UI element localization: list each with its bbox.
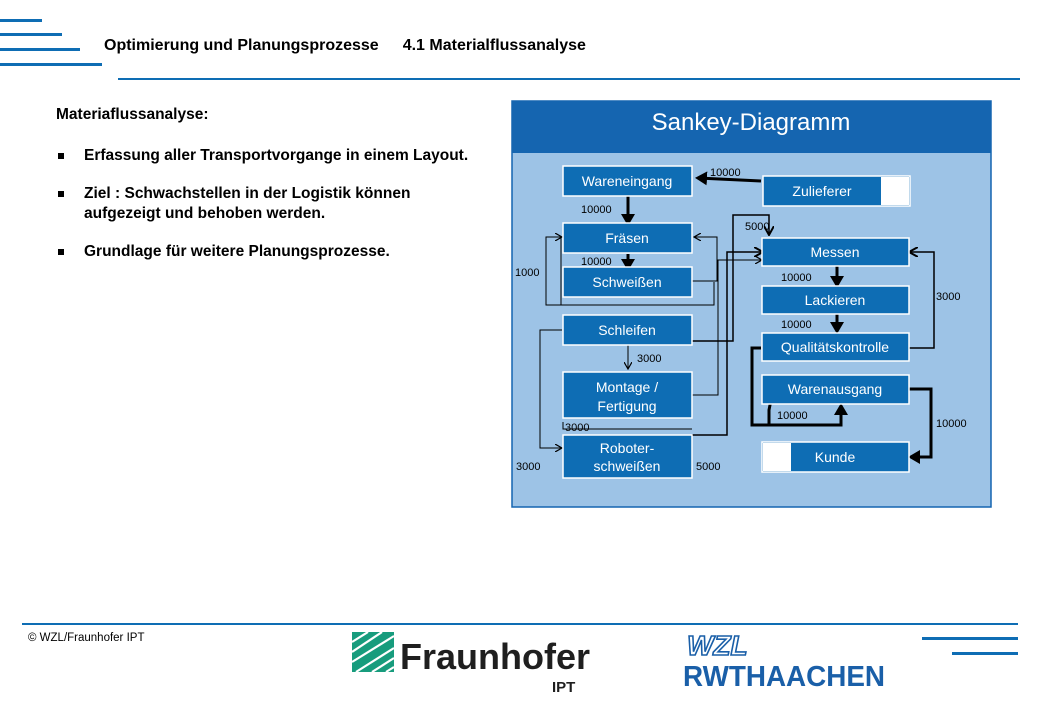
- fraunhofer-logo: Fraunhofer IPT: [352, 631, 590, 696]
- label-montage-1: Montage /: [596, 379, 658, 395]
- flow-label: 10000: [777, 410, 808, 422]
- label-roboter-1: Roboter-: [600, 440, 655, 456]
- bullet-item: Erfassung aller Transportvorgange in ein…: [56, 146, 476, 166]
- label-kunde: Kunde: [815, 449, 856, 465]
- wzl-rwth-logo: WZL RWTHAACHEN: [683, 629, 885, 692]
- label-montage-2: Fertigung: [597, 398, 656, 414]
- box-wareneingang: [562, 165, 693, 197]
- box-schleifen: [562, 314, 693, 346]
- footer-divider: [22, 623, 1018, 625]
- decor-stripe: [0, 33, 62, 36]
- box-roboter: [562, 434, 693, 479]
- label-lackieren: Lackieren: [805, 292, 866, 308]
- kunde-white-tab: [763, 443, 791, 471]
- flow-qualitaet-warenausgang-b: [752, 403, 848, 427]
- box-schweissen: [562, 266, 693, 298]
- label-qualitaet: Qualitätskontrolle: [781, 339, 889, 355]
- decor-stripe: [922, 637, 1018, 640]
- copyright-text: © WZL/Fraunhofer IPT: [28, 632, 145, 644]
- flow-label: 10000: [710, 167, 741, 179]
- flow-label: 10000: [581, 204, 612, 216]
- content-heading: Materiaflussanalyse:: [56, 106, 209, 123]
- flow-qualitaet-messen: [909, 252, 935, 349]
- box-warenausgang: [761, 374, 910, 405]
- flow-warenausgang-kunde: [908, 387, 933, 464]
- wzl-logo-icon: WZL: [686, 629, 748, 662]
- flow-label: 3000: [936, 291, 960, 303]
- label-schleifen: Schleifen: [598, 322, 656, 338]
- label-messen: Messen: [810, 244, 859, 260]
- label-roboter-2: schweißen: [594, 458, 661, 474]
- zulieferer-white-tab: [881, 177, 909, 205]
- bullet-list: Erfassung aller Transportvorgange in ein…: [56, 146, 476, 262]
- flow-zulieferer-wareneingang: [695, 171, 762, 186]
- label-wareneingang: Wareneingang: [582, 173, 673, 189]
- content-panel: Materiaflussanalyse: Erfassung aller Tra…: [56, 106, 476, 280]
- flow-schweissen-fraesen: [692, 237, 718, 282]
- fraunhofer-wordmark: Fraunhofer: [400, 636, 590, 677]
- diagram-title: Sankey-Diagramm: [652, 109, 851, 136]
- box-lackieren: [761, 285, 910, 315]
- flow-5000-messen: [692, 214, 769, 342]
- box-montage: [562, 371, 693, 419]
- flow-label: 3000: [565, 422, 589, 434]
- label-warenausgang: Warenausgang: [788, 381, 882, 397]
- decor-stripe: [898, 623, 1018, 625]
- flow-label: 10000: [781, 319, 812, 331]
- flow-label: 5000: [696, 461, 720, 473]
- flow-label: 10000: [581, 256, 612, 268]
- flow-roboter-left: [539, 329, 562, 448]
- decor-stripe: [952, 652, 1018, 655]
- flow-label: 3000: [637, 353, 661, 365]
- flow-label: 5000: [745, 221, 769, 233]
- flow-label: 1000: [515, 267, 539, 279]
- decor-stripe: [0, 48, 80, 51]
- box-qualitaet: [761, 332, 910, 362]
- flow-montage-messen: [692, 260, 761, 396]
- flow-roboter-right: [692, 252, 761, 436]
- wzl-text: WZL: [687, 630, 748, 661]
- label-zulieferer: Zulieferer: [792, 183, 851, 199]
- box-messen: [761, 237, 910, 267]
- decor-stripe: [0, 19, 42, 22]
- header-divider: [118, 78, 1020, 80]
- rwth-aachen-text: RWTHAACHEN: [683, 661, 885, 692]
- flow-label: 10000: [936, 418, 967, 430]
- fraunhofer-ipt: IPT: [552, 679, 575, 696]
- decor-stripe: [0, 63, 102, 66]
- label-fraesen: Fräsen: [605, 230, 649, 246]
- bullet-item: Grundlage für weitere Planungsprozesse.: [56, 242, 476, 262]
- header-title: Optimierung und Planungsprozesse: [104, 37, 379, 54]
- flow-label: 3000: [516, 461, 540, 473]
- box-fraesen: [562, 222, 693, 254]
- diagram-title-bar: [512, 101, 991, 153]
- flow-lines: [539, 171, 935, 464]
- bullet-item: Ziel : Schwachstellen in der Logistik kö…: [56, 184, 476, 224]
- page-header: Optimierung und Planungsprozesse 4.1 Mate…: [104, 37, 586, 55]
- label-schweissen: Schweißen: [592, 274, 661, 290]
- flow-label: 10000: [781, 272, 812, 284]
- header-section: 4.1 Materialflussanalyse: [402, 37, 586, 54]
- flow-montage-bottom: [562, 422, 692, 430]
- sankey-diagram: Sankey-Diagramm: [511, 100, 992, 508]
